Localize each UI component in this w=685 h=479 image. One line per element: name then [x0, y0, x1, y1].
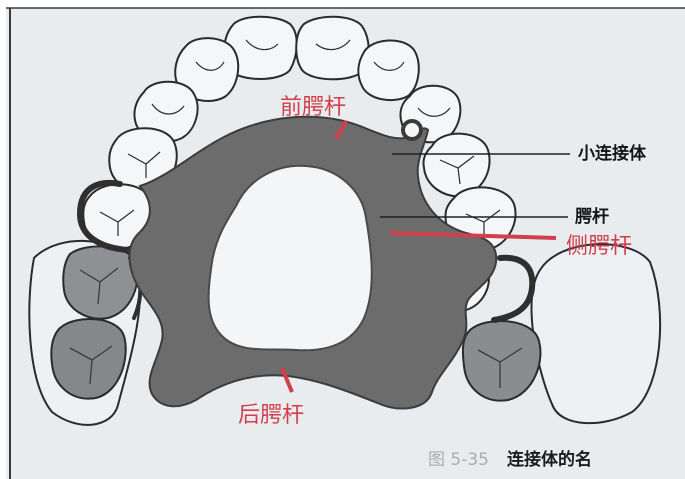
posterior-bar-label: 后腭杆: [238, 405, 304, 427]
palatal-bar-label: 腭杆: [575, 209, 609, 226]
anterior-bar-label: 前腭杆: [280, 97, 346, 119]
right-soft-tissue: [532, 244, 661, 423]
figure-number: 图 5-35: [428, 450, 489, 470]
lateral-bar-label: 侧腭杆: [566, 236, 632, 258]
minor-connector-knob: [403, 121, 421, 139]
figure-caption: 图 5-35 连接体的名: [428, 452, 592, 469]
figure-title: 连接体的名: [507, 450, 592, 470]
minor-connector-label: 小连接体: [578, 146, 646, 163]
